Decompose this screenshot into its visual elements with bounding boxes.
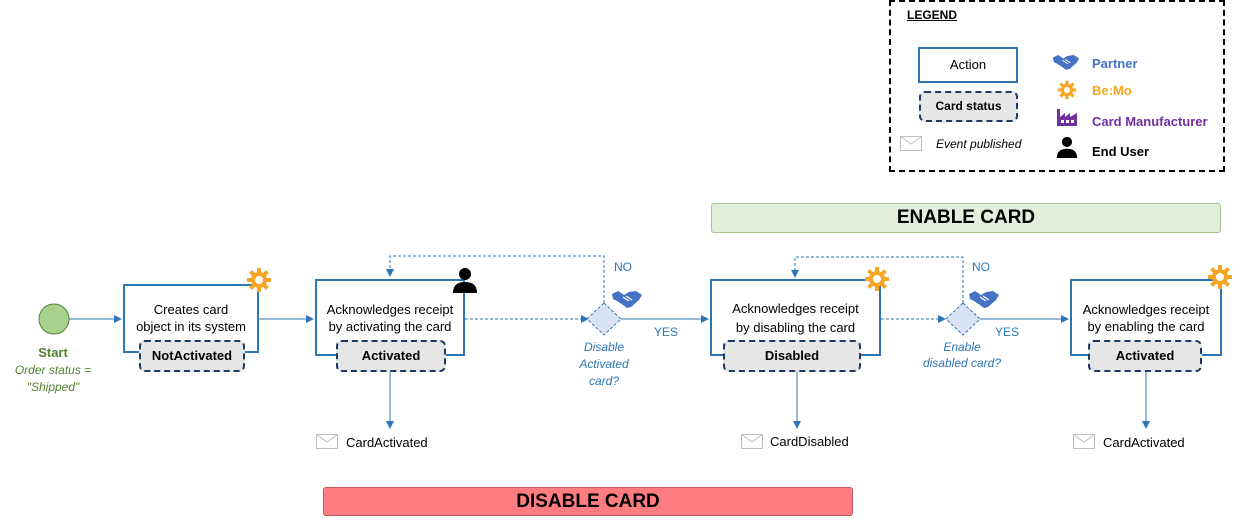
step4-line1: Acknowledges receipt bbox=[1082, 302, 1210, 317]
step3-line1: Acknowledges receipt bbox=[732, 301, 859, 316]
handshake-icon bbox=[969, 291, 999, 308]
factory-icon bbox=[1057, 109, 1077, 126]
envelope-icon bbox=[316, 434, 338, 449]
person-icon bbox=[1056, 136, 1078, 158]
envelope-icon bbox=[900, 136, 922, 151]
event-label: CardDisabled bbox=[770, 434, 849, 449]
handshake-icon bbox=[1052, 55, 1080, 70]
gear-icon bbox=[1208, 265, 1232, 289]
decision1-line3: card? bbox=[588, 374, 620, 388]
legend-role-partner: Partner bbox=[1092, 56, 1138, 71]
gear-icon bbox=[865, 267, 889, 291]
step1-line1: Creates card bbox=[153, 302, 229, 317]
envelope-icon bbox=[741, 434, 763, 449]
start-sub-2: "Shipped" bbox=[26, 380, 80, 394]
step1-line2: object in its system bbox=[136, 319, 246, 334]
event-label: CardActivated bbox=[1103, 435, 1185, 450]
legend: LEGEND Action Card status Event publishe… bbox=[889, 0, 1225, 172]
decision1-line1: Disable bbox=[583, 340, 625, 354]
status-activated-2: Activated bbox=[1088, 340, 1202, 372]
handshake-icon bbox=[612, 291, 642, 308]
legend-action-label: Action bbox=[949, 57, 987, 72]
gear-icon bbox=[247, 268, 271, 292]
step3-line2: by disabling the card bbox=[735, 320, 856, 335]
person-icon bbox=[453, 268, 477, 293]
decision2-no-label: NO bbox=[972, 260, 990, 274]
enable-card-banner: ENABLE CARD bbox=[711, 203, 1221, 233]
legend-action-sample: Action bbox=[918, 47, 1018, 83]
decision-diamond-disable bbox=[586, 302, 622, 336]
decision2-line2: disabled card? bbox=[922, 356, 1002, 370]
legend-event-label: Event published bbox=[936, 137, 1022, 151]
legend-role-bemo: Be:Mo bbox=[1092, 83, 1132, 98]
step2-line2: by activating the card bbox=[328, 319, 452, 334]
legend-status-label: Card status bbox=[935, 99, 1002, 113]
decision-diamond-enable bbox=[945, 302, 981, 336]
gear-icon bbox=[1057, 80, 1077, 100]
decision1-yes-label: YES bbox=[654, 325, 679, 339]
decision2-yes-label: YES bbox=[995, 325, 1020, 339]
status-disabled: Disabled bbox=[723, 340, 861, 372]
decision1-line2: Activated bbox=[579, 357, 629, 371]
start-label: Start bbox=[38, 345, 68, 360]
start-event bbox=[38, 303, 70, 335]
decision1-no-label: NO bbox=[614, 260, 632, 274]
status-activated-1: Activated bbox=[336, 340, 446, 372]
decision2-line1: Enable bbox=[943, 340, 981, 354]
step4-line2: by enabling the card bbox=[1087, 319, 1205, 334]
legend-role-card-manufacturer: Card Manufacturer bbox=[1092, 114, 1208, 129]
legend-role-end-user: End User bbox=[1092, 144, 1150, 159]
status-notactivated: NotActivated bbox=[139, 340, 245, 372]
event-label: CardActivated bbox=[346, 435, 428, 450]
step2-line1: Acknowledges receipt bbox=[326, 302, 454, 317]
disable-card-banner: DISABLE CARD bbox=[323, 487, 853, 516]
legend-title: LEGEND bbox=[907, 8, 958, 22]
legend-status-sample: Card status bbox=[919, 91, 1018, 122]
start-sub-1: Order status = bbox=[14, 363, 92, 377]
envelope-icon bbox=[1073, 434, 1095, 449]
